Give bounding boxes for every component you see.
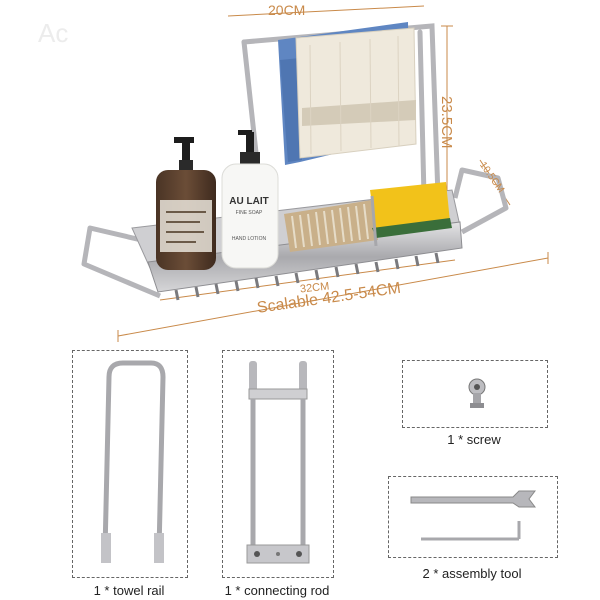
right-handle — [452, 167, 509, 235]
scrub-brush — [284, 200, 378, 252]
screw-caption: 1 * screw — [447, 432, 501, 447]
bottle-label-1: AU LAIT — [229, 196, 269, 207]
white-bottle — [221, 130, 279, 269]
towel-rail-part — [101, 360, 166, 563]
bottle-label-3: HAND LOTION — [231, 236, 267, 242]
bottle-label-2: FINE SOAP — [235, 210, 263, 216]
screw-box — [402, 360, 548, 428]
left-handle — [81, 225, 161, 299]
sink-caddy-illustration — [81, 5, 549, 342]
cream-towel — [295, 27, 417, 159]
connecting-rod-caption: 1 * connecting rod — [224, 583, 330, 598]
dimension-height: 23.5CM — [438, 96, 455, 149]
sponge — [370, 182, 452, 238]
assembly-tool-part — [410, 490, 536, 541]
assembly-tool-caption: 2 * assembly tool — [422, 566, 522, 581]
towel-rail-caption: 1 * towel rail — [93, 583, 165, 598]
towel-rail-box — [72, 350, 188, 578]
connecting-rod-part — [246, 361, 310, 564]
connecting-rod-box — [222, 350, 334, 578]
watermark-text: Ac — [38, 18, 69, 48]
dimension-width-top: 20CM — [268, 2, 306, 18]
tray-slots — [174, 252, 440, 301]
assembly-tool-box — [388, 476, 558, 558]
screw-part — [468, 378, 486, 408]
amber-bottle — [156, 137, 216, 270]
dimension-lines — [117, 5, 549, 342]
